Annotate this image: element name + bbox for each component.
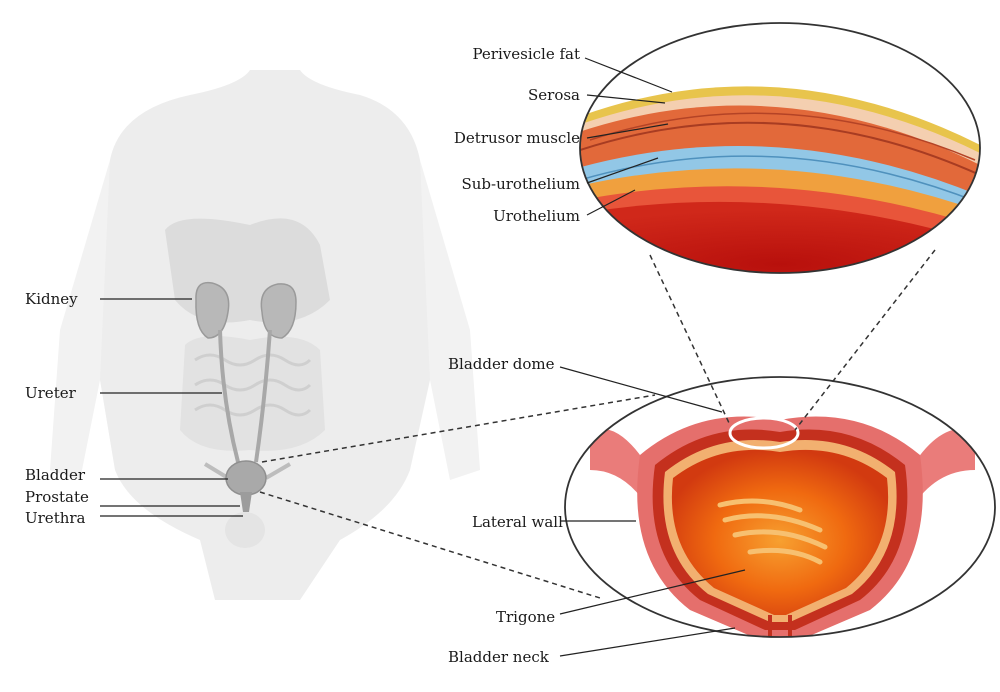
label-serosa: Serosa (528, 86, 580, 104)
label-perivesicle-fat: Perivesicle fat (472, 45, 580, 63)
leader-lines (100, 57, 746, 657)
label-sub-urothelium: Sub-urothelium (461, 175, 580, 193)
label-bladder: Bladder (25, 466, 86, 484)
label-detrusor-muscle: Detrusor muscle (453, 129, 580, 147)
magnifier-connectors (259, 249, 936, 599)
bladder-section-magnifier (564, 376, 996, 638)
label-lateral-wall: Lateral wall (472, 513, 563, 531)
urinary-organs (195, 281, 297, 512)
label-bladder-neck: Bladder neck (448, 648, 549, 666)
label-trigone: Trigone (496, 608, 556, 626)
label-prostate: Prostate (25, 488, 89, 506)
wall-layers-magnifier (579, 22, 981, 274)
label-ureter: Ureter (25, 384, 76, 402)
dome-highlight (728, 416, 800, 450)
label-urethra: Urethra (25, 509, 86, 527)
label-bladder-dome: Bladder dome (448, 355, 555, 373)
label-urothelium: Urothelium (493, 207, 580, 225)
label-kidney: Kidney (25, 290, 78, 308)
body-silhouette (50, 70, 480, 600)
